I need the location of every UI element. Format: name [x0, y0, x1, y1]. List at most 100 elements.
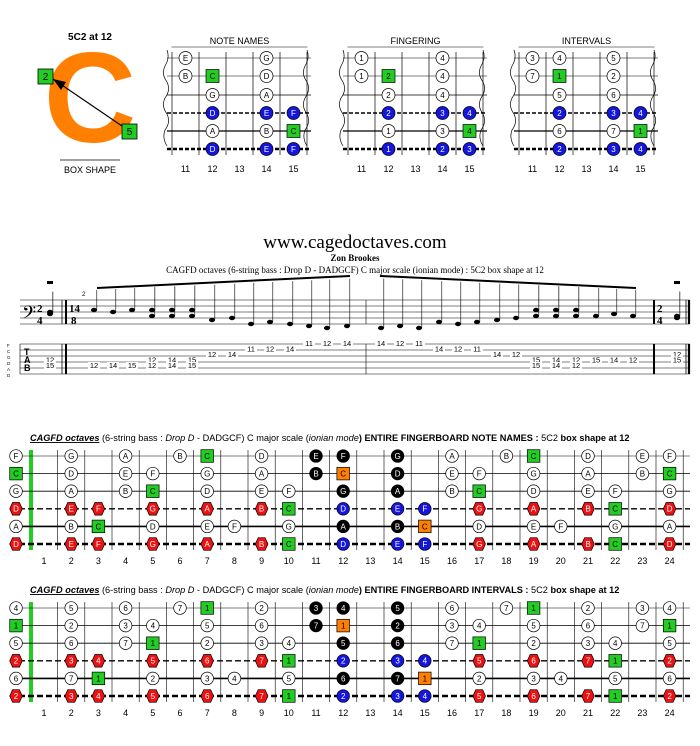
- fingerboard-cell-label: 2: [531, 639, 536, 648]
- fingerboard-cell-label: 6: [531, 692, 536, 701]
- fret-number: 21: [583, 708, 593, 718]
- fret-cell-marker: [552, 142, 567, 156]
- tab-number: 12: [148, 356, 156, 365]
- fingerboard-cell-marker: [635, 618, 650, 633]
- fret-cell-label: 4: [557, 54, 562, 63]
- bar-number: 2: [82, 292, 86, 298]
- fingerboard-cell-marker: [608, 689, 622, 703]
- box-shape-arrow-head: [53, 79, 66, 90]
- fret-cell-label: 2: [386, 72, 391, 81]
- fingerboard-cell-marker: [309, 449, 323, 463]
- fingerboard-cell-marker: [472, 537, 486, 551]
- fingerboard-title-part: ) ENTIRE FINGERBOARD INTERVALS :: [359, 585, 531, 595]
- tab-number: 14: [228, 350, 236, 359]
- tuning-letter: F: [7, 343, 10, 348]
- fingerboard-cell-label: D: [585, 452, 591, 461]
- fingerboard-cell-marker: [472, 654, 486, 668]
- fingerboard-cell-label: 3: [123, 621, 128, 630]
- fret-cell-marker: [633, 106, 648, 120]
- fingerboard-title-part: CAGFD octaves: [30, 585, 99, 595]
- fret-number: 20: [556, 708, 566, 718]
- fingerboard-cell-marker: [200, 519, 214, 534]
- fret-number: 13: [581, 164, 591, 174]
- tab-letter: A: [24, 355, 31, 365]
- tab-number: 14: [610, 356, 618, 365]
- fret-cell-marker: [259, 51, 274, 65]
- fingerboard-cell-marker: [200, 449, 214, 463]
- note-head: [149, 313, 155, 319]
- fingerboard-cell-label: B: [449, 487, 454, 496]
- tab-cell-bg: [186, 356, 198, 365]
- fret-cell-marker: [552, 88, 567, 102]
- fingerboard-cell-marker: [200, 502, 214, 516]
- fingerboard-cell-marker: [581, 689, 595, 703]
- fingerboard-cell-label: 3: [395, 692, 400, 701]
- tab-number: 12: [629, 356, 637, 365]
- tab-cell-bg: [321, 340, 333, 348]
- fret-number: 14: [437, 164, 447, 174]
- fingerboard-cell-marker: [200, 618, 214, 633]
- beam: [96, 275, 351, 289]
- fingerboard-cell-marker: [282, 654, 296, 668]
- fingerboard-cell-label: C: [340, 469, 346, 478]
- fret-cell-label: 3: [530, 54, 535, 63]
- fret-cell-label: A: [210, 127, 216, 136]
- fingerboard-cell-label: E: [69, 505, 74, 514]
- tuning-letter: D: [7, 361, 11, 366]
- fingerboard-cell-label: E: [123, 469, 128, 478]
- fingerboard-cell-marker: [282, 519, 296, 534]
- fingerboard-title: CAGFD octaves (6-string bass : Drop D - …: [30, 433, 629, 443]
- fret-number: 17: [474, 708, 484, 718]
- open-string-label: D: [13, 540, 19, 549]
- fingerboard-cell-label: A: [259, 469, 265, 478]
- fret-number: 12: [207, 164, 217, 174]
- box-shape-marker-bottom-label: 5: [127, 127, 133, 138]
- fret-number: 24: [665, 708, 675, 718]
- fret-cell-label: 7: [530, 72, 535, 81]
- fingerboard-cell-marker: [662, 601, 677, 615]
- fret-cell-label: 3: [611, 109, 616, 118]
- fingerboard-cell-marker: [662, 449, 677, 463]
- fingerboard-cell-marker: [581, 654, 595, 668]
- fingerboard-cell-label: 5: [287, 674, 292, 683]
- fingerboard-cell-label: B: [585, 540, 590, 549]
- fingerboard-cell-label: F: [341, 452, 346, 461]
- fret-cell-label: 2: [440, 145, 445, 154]
- fingerboard-cell-marker: [554, 519, 568, 534]
- fingerboard-cell-label: B: [177, 452, 182, 461]
- fingerboard-cell-label: 7: [314, 621, 319, 630]
- tab-number: 11: [305, 339, 313, 348]
- fingerboard-cell-marker: [390, 484, 405, 498]
- fingerboard-cell-label: 7: [640, 621, 645, 630]
- fingerboard-title-part: - DADGCF): [194, 433, 247, 443]
- fret-number: 24: [665, 556, 675, 566]
- note-head: [416, 325, 422, 331]
- fingerboard-cell-marker: [472, 466, 486, 481]
- fingerboard-cell-label: 4: [477, 621, 482, 630]
- fret-number: 8: [232, 708, 237, 718]
- fingerboard-cell-marker: [200, 636, 214, 650]
- fingerboard-cell-label: G: [150, 505, 156, 514]
- fingerboard-cell-label: 1: [423, 674, 428, 683]
- note-head: [169, 313, 175, 319]
- fret-number: 16: [447, 708, 457, 718]
- fret-cell-marker: [435, 88, 450, 102]
- fingerboard-cell-label: B: [640, 469, 645, 478]
- fingerboard-cell-marker: [91, 671, 106, 686]
- fingerboard-cell-marker: [390, 689, 405, 703]
- fingerboard-title-part: ionian mode: [309, 585, 359, 595]
- fingerboard-cell-marker: [146, 618, 160, 633]
- tab-cell-bg: [590, 356, 602, 365]
- fret-cell-marker: [205, 142, 220, 156]
- fingerboard-cell-marker: [282, 502, 296, 516]
- fingerboard-title: CAGFD octaves (6-string bass : Drop D - …: [30, 585, 619, 595]
- fingerboard-cell-label: 5: [341, 639, 346, 648]
- time-sig-mid-bottom: 8: [71, 315, 77, 327]
- fingerboard-cell-label: 2: [341, 657, 346, 666]
- fret-cell-label: 6: [611, 91, 616, 100]
- tuning-letter: D: [7, 373, 11, 378]
- fingerboard-cell-marker: [91, 654, 106, 668]
- fret-cell-marker: [606, 69, 621, 83]
- fingerboard-cell-label: 1: [477, 639, 482, 648]
- tab-letter: B: [24, 363, 31, 373]
